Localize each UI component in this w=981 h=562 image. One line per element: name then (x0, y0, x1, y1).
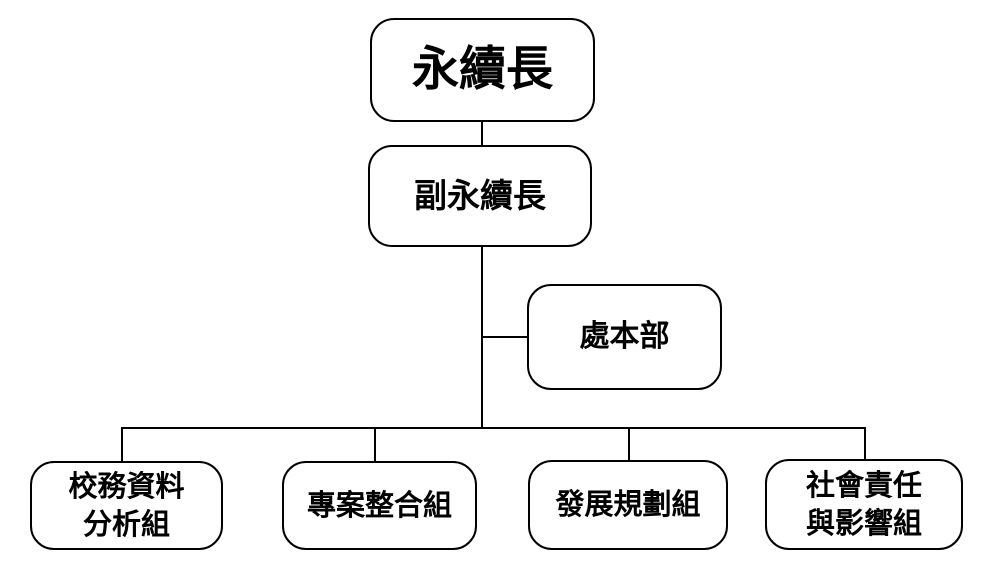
connector-drop-dept3 (628, 427, 630, 460)
org-node-office-label: 處本部 (579, 318, 670, 354)
connector-drop-dept4 (864, 427, 866, 459)
org-node-ceo-label: 永續長 (412, 41, 553, 97)
org-node-deputy-label: 副永續長 (414, 175, 546, 215)
connector-drop-dept2 (374, 427, 376, 461)
org-node-dept4: 社會責任 與影響組 (765, 459, 963, 550)
org-node-deputy: 副永續長 (368, 145, 592, 247)
org-node-dept2-label: 專案整合組 (306, 487, 452, 522)
org-node-dept3-label: 發展規劃組 (555, 487, 701, 522)
org-node-dept3: 發展規劃組 (528, 460, 728, 550)
org-node-dept1-label: 校務資料 分析組 (68, 469, 185, 541)
org-node-dept1: 校務資料 分析組 (30, 461, 223, 550)
connector-drop-dept1 (121, 427, 123, 461)
connector-office-horizontal (482, 336, 528, 338)
org-node-dept2: 專案整合組 (282, 461, 477, 550)
connector-ceo-deputy (481, 122, 483, 147)
org-node-office: 處本部 (527, 284, 722, 390)
org-node-ceo: 永續長 (370, 18, 595, 122)
org-node-dept4-label: 社會責任 與影響組 (805, 468, 922, 540)
connector-deputy-to-branch (481, 247, 483, 429)
connector-branch-horizontal (121, 427, 866, 429)
